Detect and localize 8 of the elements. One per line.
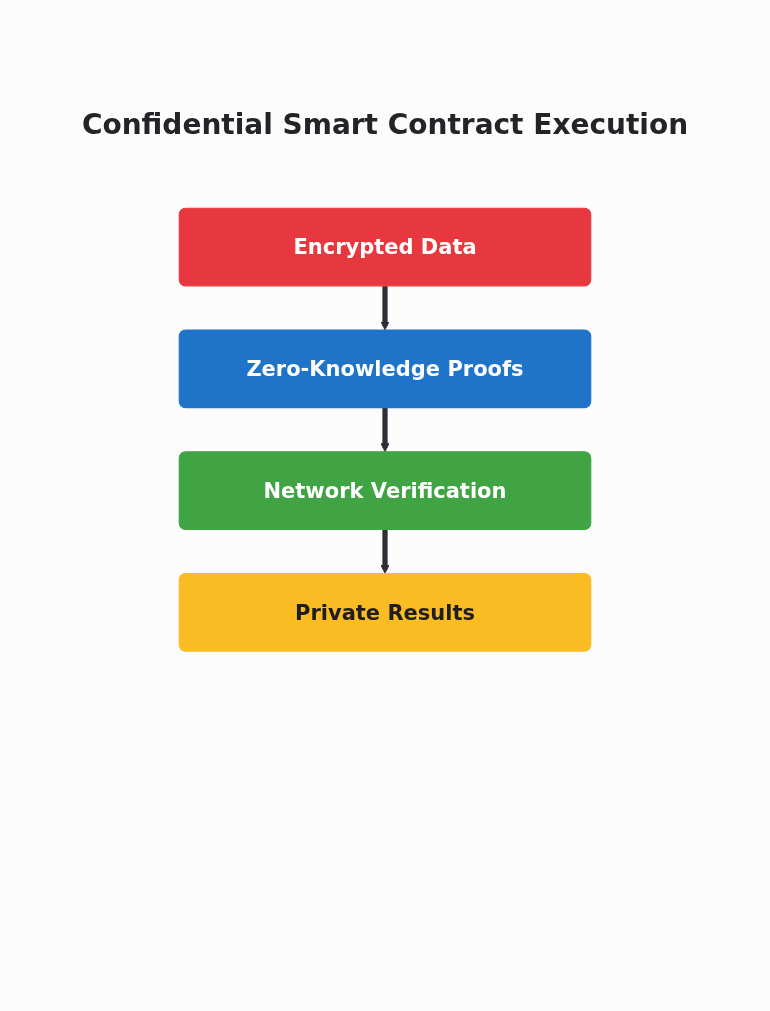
node-box: Zero-Knowledge Proofs [178,329,592,409]
arrow [380,285,390,331]
arrow [380,407,390,453]
node-box: Private Results [178,572,592,652]
node-box: Encrypted Data [178,207,592,287]
diagram-title: Confidential Smart Contract Execution [80,108,690,141]
arrow [380,529,390,574]
node-box: Network Verification [178,451,592,530]
